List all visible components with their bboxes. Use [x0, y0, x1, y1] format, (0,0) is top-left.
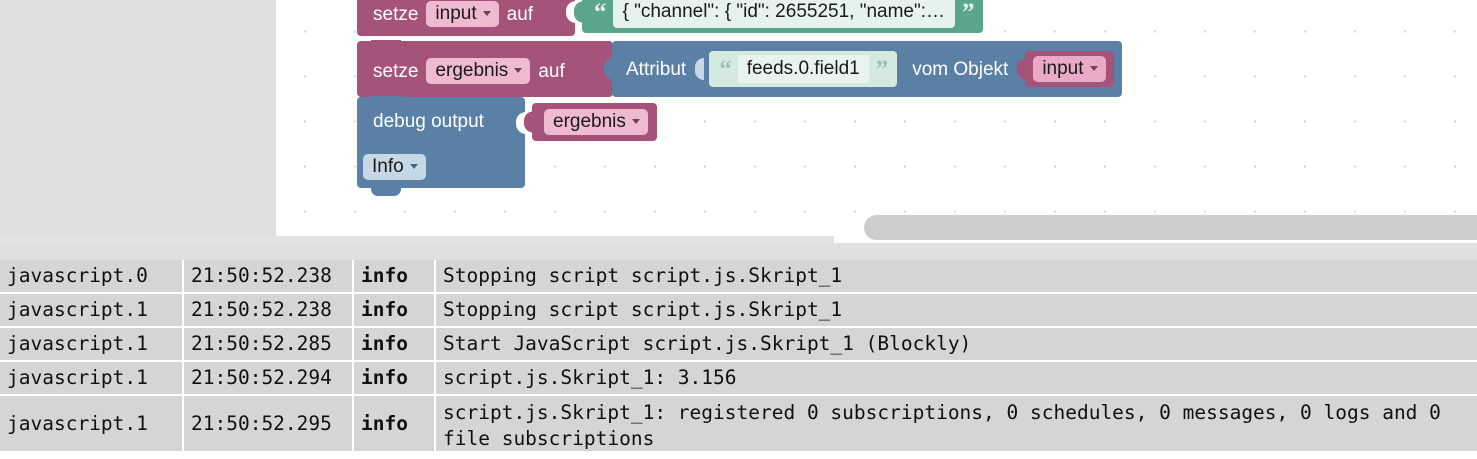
- attribute-path-socket: [695, 58, 705, 80]
- block-get-attribute[interactable]: Attribut “ feeds.0.field1 ” vom Objekt i…: [604, 41, 1122, 97]
- log-time: 21:50:52.238: [184, 260, 352, 292]
- log-message: script.js.Skript_1: registered 0 subscri…: [436, 396, 1477, 451]
- block-notch-top: [371, 40, 401, 49]
- log-source: javascript.0: [0, 260, 182, 292]
- log-level: info: [354, 396, 434, 451]
- set-keyword-label: setze: [373, 3, 419, 25]
- log-level: info: [354, 260, 434, 292]
- log-level: info: [354, 362, 434, 394]
- log-row[interactable]: javascript.1 21:50:52.294 info script.js…: [0, 362, 1477, 396]
- close-quote-icon: ”: [875, 55, 888, 83]
- variable-dropdown-object-input[interactable]: input: [1033, 56, 1106, 82]
- debug-output-label: debug output: [373, 111, 484, 132]
- log-message: Stopping script script.js.Skript_1: [436, 294, 1477, 326]
- variable-dropdown-ergebnis-get[interactable]: ergebnis: [544, 109, 648, 135]
- log-message: script.js.Skript_1: 3.156: [436, 362, 1477, 394]
- log-time: 21:50:52.238: [184, 294, 352, 326]
- block-get-variable-ergebnis[interactable]: ergebnis: [524, 103, 657, 141]
- log-time: 21:50:52.294: [184, 362, 352, 394]
- object-variable-block[interactable]: input: [1017, 51, 1114, 87]
- attribute-path-field[interactable]: feeds.0.field1: [737, 55, 869, 83]
- log-time: 21:50:52.295: [184, 396, 352, 451]
- block-notch-top: [371, 96, 401, 105]
- chevron-down-icon: [1089, 66, 1098, 71]
- value-connector-tab: [524, 111, 533, 133]
- severity-dropdown[interactable]: Info: [363, 154, 426, 180]
- block-set-variable-ergebnis[interactable]: setze ergebnis auf: [357, 40, 613, 97]
- variable-dropdown-ergebnis-get-label: ergebnis: [553, 111, 626, 132]
- variable-dropdown-input-label: input: [435, 3, 477, 24]
- block-debug-output[interactable]: debug output Info: [357, 96, 526, 196]
- set-connector-label: auf: [538, 60, 565, 82]
- variable-dropdown-ergebnis-label: ergebnis: [435, 60, 509, 81]
- chevron-down-icon: [631, 119, 640, 124]
- log-source: javascript.1: [0, 328, 182, 360]
- set-connector-label: auf: [506, 3, 534, 25]
- variable-dropdown-object-input-label: input: [1042, 58, 1084, 79]
- value-socket: [516, 112, 526, 134]
- blockly-workspace-canvas[interactable]: setze input auf “ { "channel": { "id": 2…: [276, 0, 1477, 243]
- open-quote-icon: “: [719, 55, 731, 83]
- variable-dropdown-input[interactable]: input: [426, 1, 499, 27]
- log-message: Stopping script script.js.Skript_1: [436, 260, 1477, 292]
- block-text-string-json[interactable]: “ { "channel": { "id": 2655251, "name":……: [574, 0, 983, 33]
- attribute-path-text-block[interactable]: “ feeds.0.field1 ”: [709, 51, 898, 87]
- log-message: Start JavaScript script.js.Skript_1 (Blo…: [436, 328, 1477, 360]
- value-connector-tab: [574, 1, 583, 23]
- block-set-variable-input[interactable]: setze input auf: [357, 0, 576, 36]
- value-connector-tab: [604, 58, 613, 80]
- horizontal-scrollbar[interactable]: [864, 215, 1477, 240]
- block-notch-bottom: [371, 187, 401, 196]
- variable-dropdown-ergebnis[interactable]: ergebnis: [426, 58, 531, 84]
- blockly-editor-panel[interactable]: setze input auf “ { "channel": { "id": 2…: [0, 0, 1477, 260]
- set-keyword-label: setze: [373, 60, 419, 82]
- chevron-down-icon: [409, 164, 418, 169]
- log-source: javascript.1: [0, 294, 182, 326]
- log-time: 21:50:52.285: [184, 328, 352, 360]
- log-level: info: [354, 294, 434, 326]
- close-quote-icon: ”: [962, 0, 974, 26]
- log-source: javascript.1: [0, 396, 182, 451]
- value-socket: [566, 1, 576, 23]
- value-connector-tab: [1017, 58, 1027, 80]
- chevron-down-icon: [514, 68, 523, 73]
- open-quote-icon: “: [594, 0, 606, 26]
- attribute-label: Attribut: [626, 58, 687, 80]
- log-row[interactable]: javascript.0 21:50:52.238 info Stopping …: [0, 260, 1477, 294]
- log-level: info: [354, 328, 434, 360]
- log-output-table[interactable]: javascript.0 21:50:52.238 info Stopping …: [0, 260, 1477, 459]
- editor-gray-strip: [0, 243, 1477, 260]
- log-row[interactable]: javascript.1 21:50:52.285 info Start Jav…: [0, 328, 1477, 362]
- text-string-field-json[interactable]: { "channel": { "id": 2655251, "name":…: [612, 0, 956, 28]
- log-source: javascript.1: [0, 362, 182, 394]
- chevron-down-icon: [482, 11, 491, 16]
- severity-dropdown-label: Info: [372, 156, 404, 177]
- log-row[interactable]: javascript.1 21:50:52.295 info script.js…: [0, 396, 1477, 453]
- log-row[interactable]: javascript.1 21:50:52.238 info Stopping …: [0, 294, 1477, 328]
- object-label: vom Objekt: [912, 58, 1009, 80]
